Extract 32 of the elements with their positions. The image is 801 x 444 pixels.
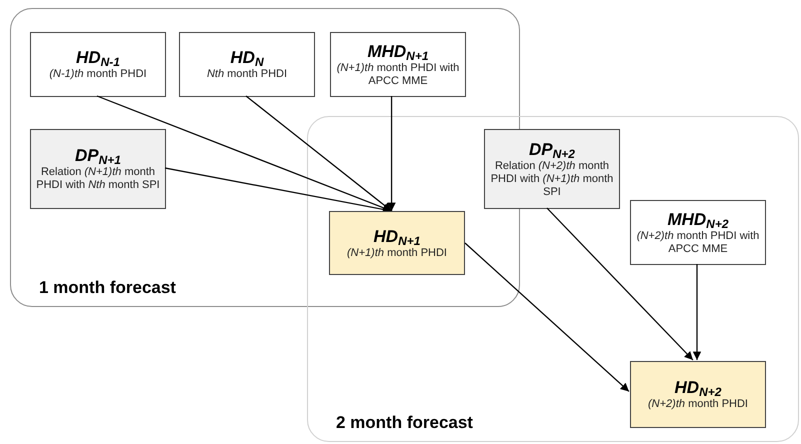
box-description: (N+1)th month PHDI with APCC MME: [336, 62, 460, 88]
box-description: (N-1)th month PHDI: [49, 68, 147, 81]
box-description: Relation (N+1)th month PHDI with Nth month SPI: [35, 166, 161, 192]
box-heading: HD$_{N+1}$: [374, 226, 420, 246]
process-box: [30, 32, 166, 97]
box-description: Nth month PHDI: [206, 68, 288, 81]
process-box: [630, 200, 766, 265]
process-box: [330, 32, 466, 97]
process-box: [630, 361, 766, 428]
box-heading: HD$_{N+2}$: [674, 378, 722, 398]
box-heading: DP$_{N+2}$: [529, 140, 575, 160]
box-heading: MHD$_{N+2}$: [667, 210, 729, 230]
forecast-group-panel: [307, 116, 799, 442]
process-box: [30, 129, 166, 209]
arrow: [692, 264, 702, 360]
process-box: [179, 32, 315, 97]
box-heading: HD$_{N-1}$: [76, 48, 120, 68]
box-heading: HD$_{N}$: [230, 48, 264, 68]
arrow: [464, 242, 630, 392]
box-heading: DP$_{N+1}$: [75, 146, 121, 166]
box-heading: MHD$_{N+1}$: [367, 42, 429, 62]
box-description: (N+2)th month PHDI with APCC MME: [636, 230, 760, 256]
arrow: [387, 96, 396, 211]
group-title: 1 month forecast: [39, 276, 176, 298]
group-title: 2 month forecast: [336, 412, 473, 434]
process-box: [329, 211, 465, 275]
box-description: (N+2)th month PHDI: [648, 398, 748, 411]
process-box: [484, 129, 620, 209]
arrow: [246, 96, 392, 212]
arrow: [546, 208, 694, 360]
box-description: (N+1)th month PHDI: [347, 246, 447, 260]
box-description: Relation (N+2)th month PHDI with (N+1)th month SPI: [490, 160, 614, 198]
